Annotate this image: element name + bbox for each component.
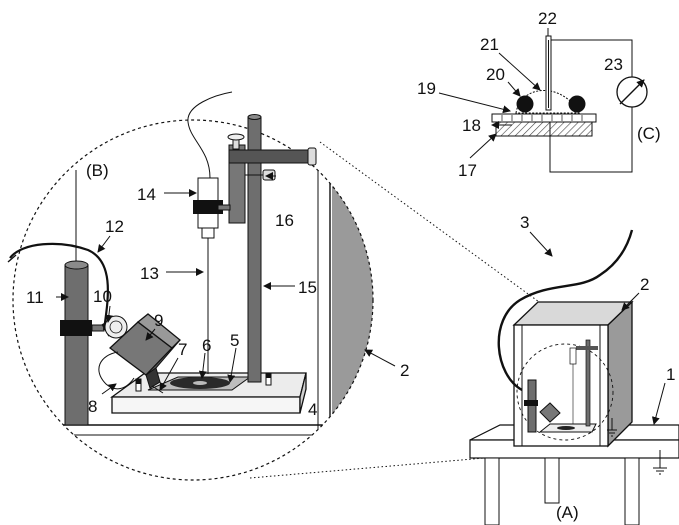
- ground-icon: [607, 418, 667, 475]
- clamp-arm: [227, 133, 317, 224]
- panel-c-label: (C): [637, 124, 661, 143]
- label-14: 14: [137, 185, 156, 204]
- label-9: 9: [154, 311, 163, 330]
- label-3: 3: [520, 213, 529, 232]
- text-labels: (B) (A) (C) 14 13 16 15 12 11 10 9 7 6 5…: [26, 9, 675, 522]
- meter-icon: [616, 76, 648, 108]
- panel-a-setup: [469, 229, 679, 525]
- label-1: 1: [666, 365, 675, 384]
- enclosure-box: [512, 300, 634, 448]
- label-15: 15: [298, 278, 317, 297]
- label-18: 18: [462, 116, 481, 135]
- label-17: 17: [458, 161, 477, 180]
- label-2-right: 2: [640, 275, 649, 294]
- magnifier-circle: [12, 119, 374, 481]
- syringe: [187, 91, 233, 374]
- label-5: 5: [230, 331, 239, 350]
- label-6: 6: [202, 336, 211, 355]
- label-2-left: 2: [400, 361, 409, 380]
- label-20: 20: [486, 65, 505, 84]
- label-22: 22: [538, 9, 557, 28]
- label-8: 8: [88, 397, 97, 416]
- label-16: 16: [275, 211, 294, 230]
- panel-b-label: (B): [86, 161, 109, 180]
- label-4: 4: [308, 400, 317, 419]
- panel-c-cell: [491, 35, 648, 173]
- light-source: [98, 313, 181, 394]
- label-12: 12: [105, 217, 124, 236]
- panel-a-label: (A): [556, 503, 579, 522]
- light-cable: [497, 229, 634, 392]
- label-21: 21: [480, 35, 499, 54]
- label-10: 10: [93, 287, 112, 306]
- label-19: 19: [417, 79, 436, 98]
- label-11: 11: [26, 288, 44, 307]
- leader-lines: [56, 28, 666, 425]
- clamp-post: [60, 260, 105, 426]
- label-23: 23: [604, 55, 623, 74]
- base-plate: [110, 372, 307, 414]
- label-13: 13: [140, 264, 159, 283]
- label-7: 7: [178, 340, 187, 359]
